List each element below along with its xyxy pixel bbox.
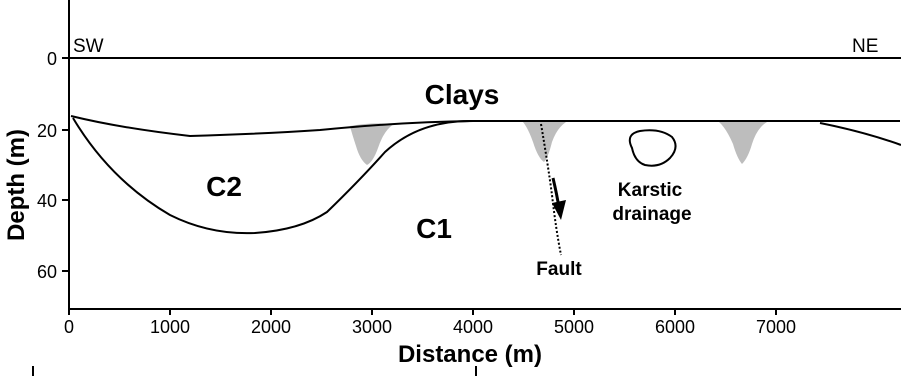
x-tick-3000: 3000: [352, 317, 392, 337]
y-tick-60: 60: [37, 262, 57, 282]
x-tick-5000: 5000: [554, 317, 594, 337]
c2-unit-label: C2: [206, 171, 242, 202]
x-ticks: [68, 309, 777, 315]
y-tick-40: 40: [37, 191, 57, 211]
sinkhole-infill-3: [719, 122, 767, 164]
x-tick-1000: 1000: [150, 317, 190, 337]
x-axis-title: Distance (m): [398, 341, 542, 368]
clays-unit-label: Clays: [425, 79, 500, 110]
karstic-label-line1: Karstic: [618, 180, 683, 201]
c2-channel-boundary: [72, 117, 474, 235]
x-tick-7000: 7000: [756, 317, 796, 337]
clays-base-boundary-right: [819, 122, 901, 146]
c1-unit-label: C1: [416, 213, 452, 244]
x-tick-0: 0: [64, 317, 74, 337]
x-tick-4000: 4000: [453, 317, 493, 337]
y-axis-title: Depth (m): [3, 129, 30, 241]
karstic-conduit: [628, 129, 677, 167]
y-tick-0: 0: [47, 49, 57, 69]
direction-sw-label: SW: [73, 36, 104, 57]
clays-base-boundary: [70, 115, 900, 138]
karstic-label-line2: drainage: [612, 204, 691, 225]
fault-label: Fault: [536, 259, 582, 280]
sinkhole-infill-1: [350, 123, 394, 165]
direction-ne-label: NE: [852, 36, 878, 57]
fault-arrow-head: [552, 200, 566, 220]
x-tick-6000: 6000: [655, 317, 695, 337]
y-ticks: [62, 57, 69, 272]
x-tick-2000: 2000: [251, 317, 291, 337]
y-tick-20: 20: [37, 121, 57, 141]
sinkhole-infill-2: [523, 122, 566, 162]
